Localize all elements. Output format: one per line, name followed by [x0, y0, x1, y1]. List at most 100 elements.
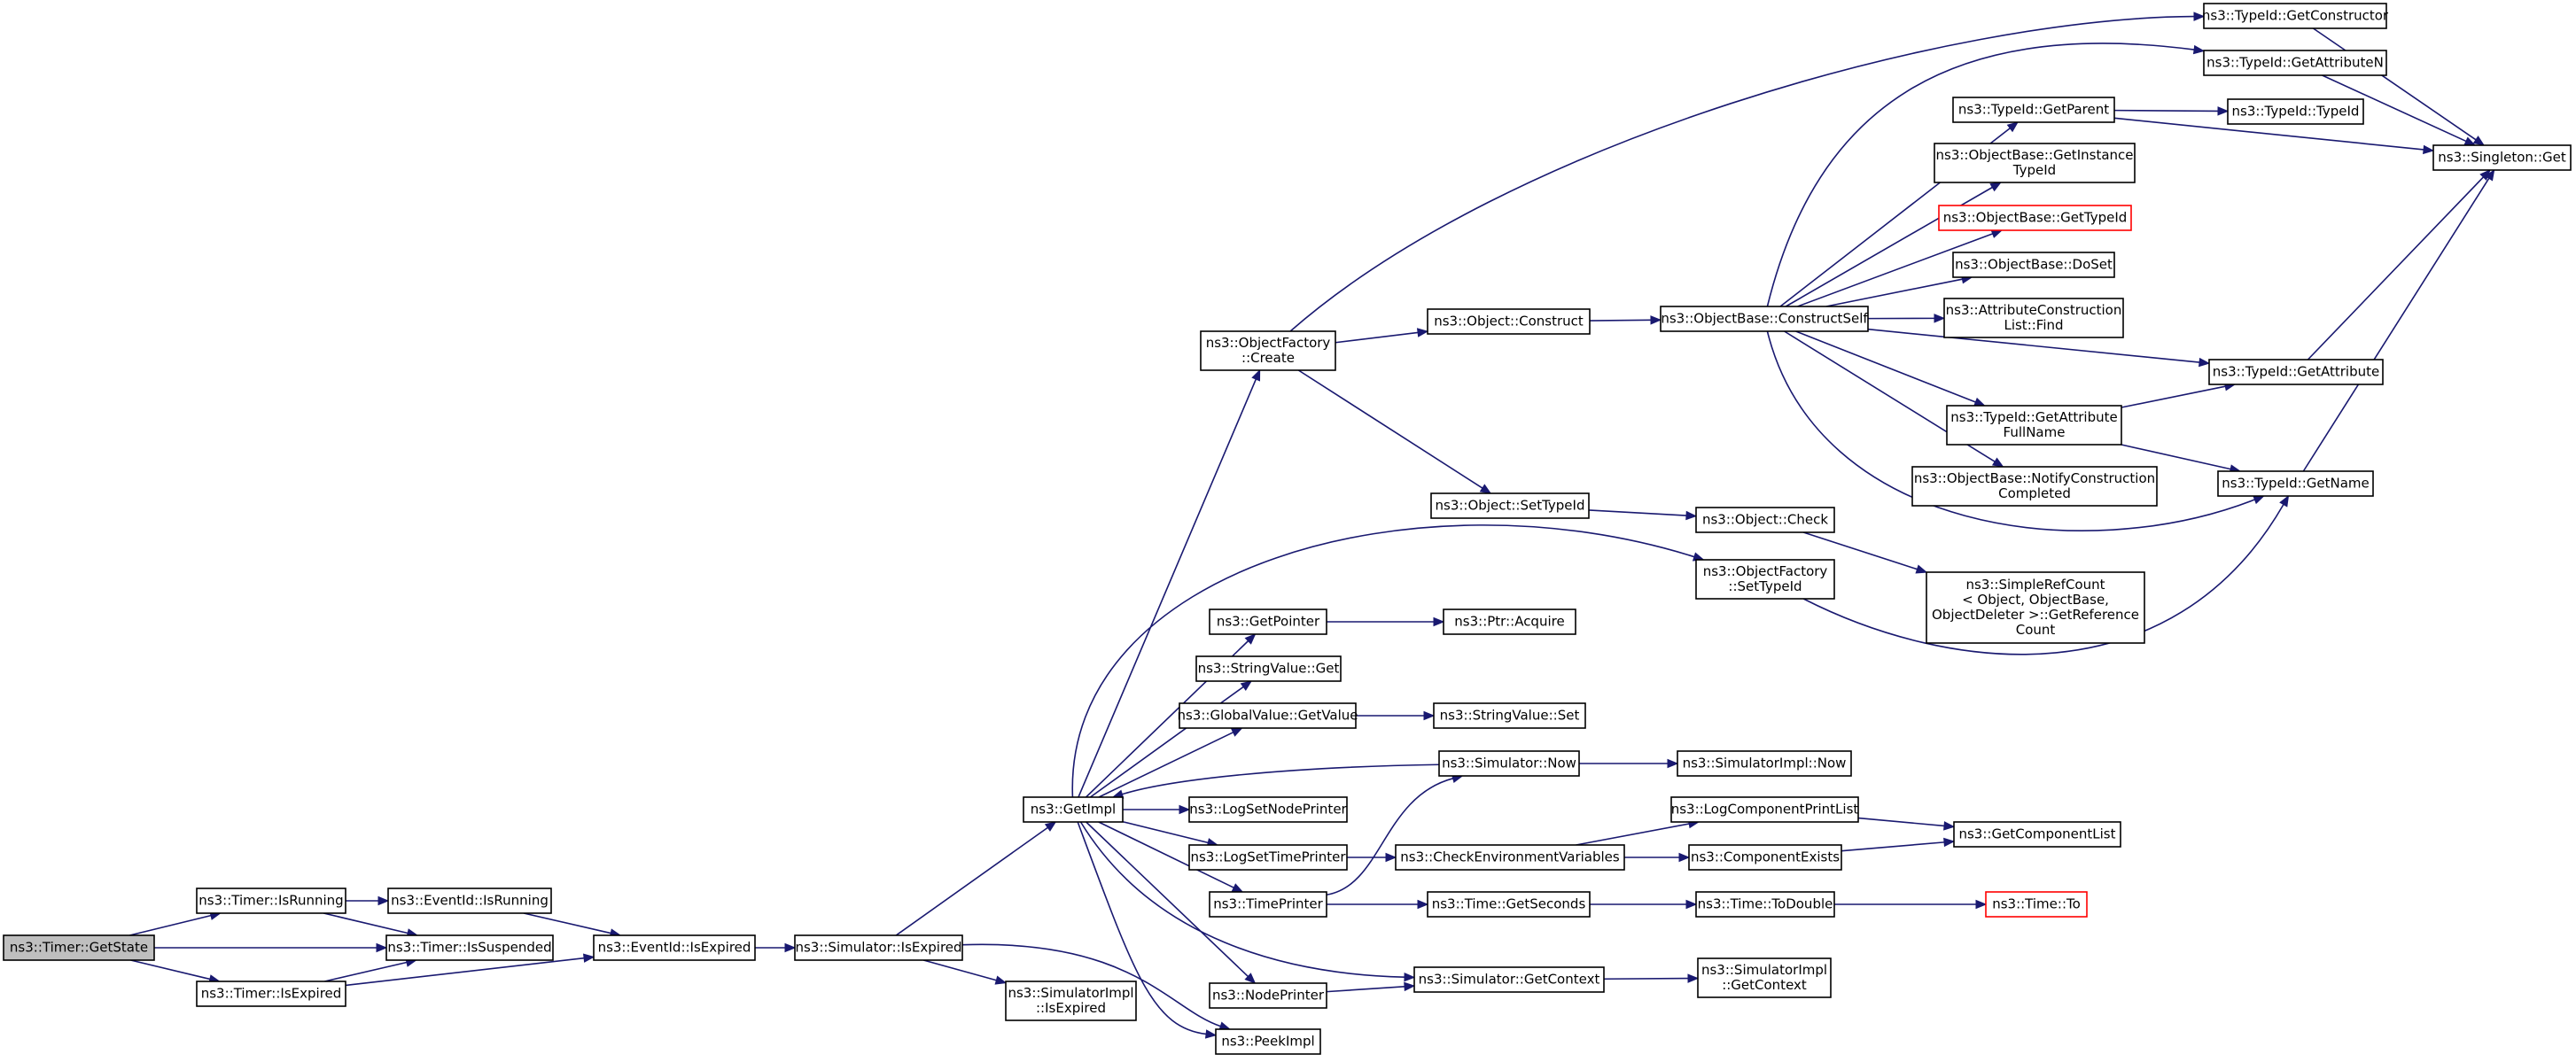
- node-label: ns3::ObjectBase::NotifyConstruction: [1914, 470, 2155, 486]
- arrow-head: [1687, 973, 1700, 983]
- arrow-head: [1991, 457, 2004, 468]
- node-TIsSusp[interactable]: ns3::Timer::IsSuspended: [385, 934, 554, 961]
- edge-line: [1857, 817, 1945, 827]
- node-GVGet[interactable]: ns3::GlobalValue::GetValue: [1177, 702, 1358, 729]
- node-OBNotify[interactable]: ns3::ObjectBase::NotifyConstructionCompl…: [1911, 466, 2158, 507]
- node-label: ns3::PeekImpl: [1221, 1034, 1314, 1050]
- node-label: ns3::LogSetTimePrinter: [1190, 849, 1346, 865]
- node-TIGetAttrN[interactable]: ns3::TypeId::GetAttributeN: [2203, 50, 2387, 76]
- node-SimImplNow[interactable]: ns3::SimulatorImpl::Now: [1677, 750, 1852, 777]
- node-TIGetName[interactable]: ns3::TypeId::GetName: [2217, 470, 2374, 497]
- edge-line: [1079, 821, 1405, 978]
- node-TIGetAttr[interactable]: ns3::TypeId::GetAttribute: [2208, 359, 2384, 385]
- node-box: [387, 888, 552, 914]
- node-StrSet[interactable]: ns3::StringValue::Set: [1433, 702, 1586, 729]
- node-EIsExp[interactable]: ns3::EventId::IsExpired: [593, 934, 756, 961]
- node-TimePrinter[interactable]: ns3::TimePrinter: [1209, 891, 1327, 918]
- node-SimIsExp[interactable]: ns3::Simulator::IsExpired: [794, 934, 963, 961]
- arrow-head: [1179, 804, 1191, 815]
- arrow-head: [1204, 1029, 1218, 1039]
- node-label: ns3::ObjectBase::ConstructSelf: [1661, 311, 1868, 327]
- node-label: ns3::SimpleRefCount: [1966, 577, 2105, 593]
- node-EIsRunning[interactable]: ns3::EventId::IsRunning: [387, 888, 552, 914]
- node-label: ns3::CheckEnvironmentVariables: [1400, 849, 1620, 865]
- node-label: ns3::NodePrinter: [1212, 988, 1325, 1004]
- node-SRCGetRef[interactable]: ns3::SimpleRefCount< Object, ObjectBase,…: [1926, 571, 2145, 644]
- node-OBConstructSelf[interactable]: ns3::ObjectBase::ConstructSelf: [1660, 306, 1869, 332]
- node-LogCompPrint[interactable]: ns3::LogComponentPrintList: [1670, 796, 1859, 823]
- node-ObjCheck[interactable]: ns3::Object::Check: [1695, 507, 1835, 533]
- node-SimGetCtx[interactable]: ns3::Simulator::GetContext: [1413, 966, 1605, 993]
- node-GetState[interactable]: ns3::Timer::GetState: [3, 934, 155, 961]
- edge-line: [1841, 841, 1945, 852]
- edge-TIGetName-to-SingletonGet: [2302, 168, 2495, 472]
- arrow-head: [2485, 168, 2495, 182]
- node-OBDoSet[interactable]: ns3::ObjectBase::DoSet: [1952, 252, 2115, 278]
- edge-line: [1071, 524, 1695, 798]
- node-CompExists[interactable]: ns3::ComponentExists: [1688, 844, 1842, 871]
- edge-line: [129, 914, 212, 936]
- node-TITypeId[interactable]: ns3::TypeId::TypeId: [2227, 98, 2364, 125]
- node-label: ns3::Time::To: [1992, 896, 2081, 912]
- node-GetCompList[interactable]: ns3::GetComponentList: [1953, 821, 2121, 848]
- node-GetPointer[interactable]: ns3::GetPointer: [1209, 609, 1327, 635]
- edge-CheckEnv-to-LogCompPrint: [1576, 818, 1700, 846]
- node-ObjSetTypeId[interactable]: ns3::Object::SetTypeId: [1430, 492, 1590, 519]
- node-OFSetTypeId[interactable]: ns3::ObjectFactory::SetTypeId: [1695, 559, 1835, 600]
- arrow-head: [1915, 564, 1928, 574]
- node-ObjConstruct[interactable]: ns3::Object::Construct: [1427, 308, 1591, 335]
- node-SimImplIsExp[interactable]: ns3::SimulatorImpl::IsExpired: [1005, 981, 1137, 1021]
- arrow-head: [1479, 484, 1492, 494]
- node-TIGetCtor[interactable]: ns3::TypeId::GetConstructor: [2202, 3, 2389, 29]
- arrow-head: [1943, 821, 1956, 831]
- edge-TIGetParent-to-TITypeId: [2113, 106, 2230, 116]
- node-StrGet[interactable]: ns3::StringValue::Get: [1195, 655, 1342, 682]
- edge-GVGet-to-StrSet: [1356, 710, 1436, 721]
- edge-CheckEnv-to-CompExists: [1624, 852, 1691, 863]
- node-CheckEnv[interactable]: ns3::CheckEnvironmentVariables: [1395, 844, 1625, 871]
- node-PeekImpl[interactable]: ns3::PeekImpl: [1215, 1028, 1321, 1055]
- edge-line: [1795, 330, 1976, 403]
- edge-OBConstructSelf-to-TIGetAttrFull: [1795, 330, 1986, 407]
- node-SimNow[interactable]: ns3::Simulator::Now: [1438, 750, 1580, 777]
- node-label: ns3::ObjectBase::GetInstance: [1936, 147, 2134, 163]
- node-TimeTo[interactable]: ns3::Time::To: [1985, 891, 2088, 918]
- node-LogNode[interactable]: ns3::LogSetNodePrinter: [1188, 796, 1348, 823]
- edge-IsRunning-to-TIsSusp: [323, 912, 419, 938]
- arrow-head: [1973, 397, 1986, 407]
- edge-GetPointer-to-PtrAcquire: [1327, 616, 1445, 627]
- node-OFCreate[interactable]: ns3::ObjectFactory::Create: [1200, 330, 1336, 371]
- node-label: ns3::Timer::GetState: [10, 940, 148, 956]
- node-TIGetParent[interactable]: ns3::TypeId::GetParent: [1952, 97, 2115, 123]
- arrow-head: [2193, 12, 2206, 21]
- node-label: ns3::Object::SetTypeId: [1436, 498, 1585, 514]
- node-label: ObjectDeleter >::GetReference: [1932, 607, 2139, 623]
- arrow-head: [1240, 680, 1253, 691]
- node-GetImpl[interactable]: ns3::GetImpl: [1023, 796, 1124, 823]
- edge-line: [1098, 732, 1234, 798]
- edge-line: [1576, 823, 1690, 846]
- node-TIsExp[interactable]: ns3::Timer::IsExpired: [196, 981, 346, 1007]
- node-label: ns3::ObjectBase::DoSet: [1955, 257, 2113, 273]
- arrow-head: [1230, 727, 1243, 737]
- arrow-head: [1417, 899, 1429, 910]
- node-IsRunning[interactable]: ns3::Timer::IsRunning: [196, 888, 346, 914]
- node-label: List::Find: [2004, 317, 2063, 333]
- node-SimImplGetCtx[interactable]: ns3::SimulatorImpl::GetContext: [1697, 957, 1832, 998]
- node-label: ns3::Singleton::Get: [2438, 150, 2566, 166]
- node-SingletonGet[interactable]: ns3::Singleton::Get: [2432, 144, 2572, 171]
- node-NodePrinter[interactable]: ns3::NodePrinter: [1209, 982, 1327, 1009]
- node-TimeToDouble[interactable]: ns3::Time::ToDouble: [1695, 891, 1835, 918]
- node-OBGetTI[interactable]: ns3::ObjectBase::GetTypeId: [1938, 205, 2132, 231]
- node-label: ns3::SimulatorImpl: [1008, 985, 1133, 1001]
- edge-SimIsExp-to-GetImpl: [895, 821, 1057, 936]
- edge-OBConstructSelf-to-ACLFind: [1867, 314, 1946, 323]
- node-PtrAcquire[interactable]: ns3::Ptr::Acquire: [1443, 609, 1576, 635]
- edge-line: [1326, 986, 1405, 993]
- node-LogTime[interactable]: ns3::LogSetTimePrinter: [1188, 844, 1348, 871]
- node-TimeGetSec[interactable]: ns3::Time::GetSeconds: [1427, 891, 1591, 918]
